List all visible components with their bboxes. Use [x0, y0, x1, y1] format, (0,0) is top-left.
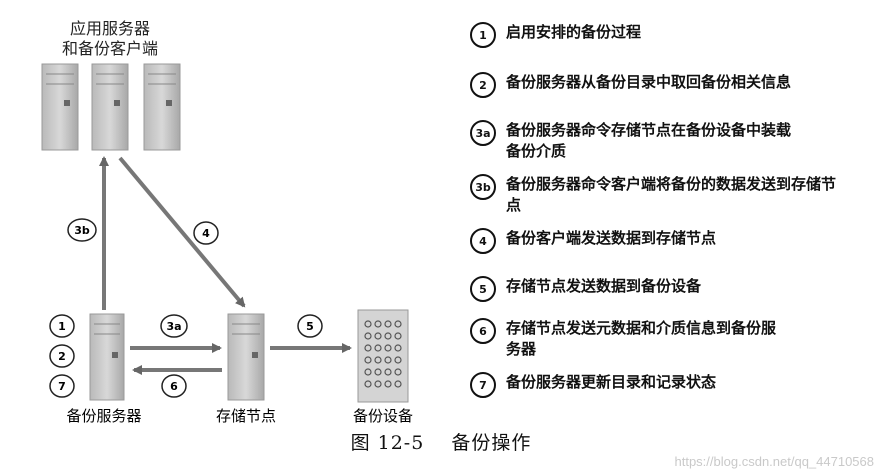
app-server-2	[91, 63, 129, 151]
step-badge: 6	[470, 318, 496, 344]
badge-6: 6	[161, 374, 187, 398]
server-badge-2: 2	[49, 344, 75, 368]
step-badge: 3b	[470, 174, 496, 200]
step-5: 5 存储节点发送数据到备份设备	[470, 276, 861, 302]
app-server-label-line1: 应用服务器	[70, 19, 150, 38]
storage-node-unit	[227, 313, 265, 401]
backup-diagram: 应用服务器 和备份客户端	[41, 19, 413, 425]
backup-server-unit	[89, 313, 125, 401]
step-badge: 2	[470, 72, 496, 98]
app-server-1	[41, 63, 79, 151]
step-text: 备份服务器更新目录和记录状态	[506, 373, 717, 391]
svg-text:4: 4	[202, 227, 210, 240]
figure-caption: 图 12-5 备份操作	[0, 428, 882, 455]
step-badge: 5	[470, 276, 496, 302]
step-text: 启用安排的备份过程	[506, 23, 642, 41]
step-badge: 4	[470, 228, 496, 254]
step-badge: 1	[470, 22, 496, 48]
badge-5: 5	[297, 314, 323, 338]
svg-text:7: 7	[58, 380, 66, 393]
step-6: 6 存储节点发送元数据和介质信息到备份服务器	[470, 318, 776, 360]
app-server-label-line2: 和备份客户端	[62, 39, 158, 58]
step-text: 存储节点发送数据到备份设备	[506, 277, 702, 295]
step-text: 备份服务器命令存储节点在备份设备中装载备份介质	[506, 121, 792, 160]
arrow-4	[118, 156, 246, 308]
step-badge: 7	[470, 372, 496, 398]
step-text: 备份服务器命令客户端将备份的数据发送到存储节点	[506, 175, 837, 214]
step-text: 备份客户端发送数据到存储节点	[506, 229, 717, 247]
backup-server-label: 备份服务器	[66, 407, 141, 425]
backup-device-unit	[357, 309, 409, 403]
svg-text:6: 6	[170, 380, 178, 393]
step-3b: 3b 备份服务器命令客户端将备份的数据发送到存储节点	[470, 174, 836, 216]
server-badge-7: 7	[49, 374, 75, 398]
step-4: 4 备份客户端发送数据到存储节点	[470, 228, 861, 254]
step-text: 备份服务器从备份目录中取回备份相关信息	[506, 73, 792, 91]
storage-node-label: 存储节点	[216, 407, 276, 425]
step-1: 1 启用安排的备份过程	[470, 22, 861, 48]
step-badge: 3a	[470, 120, 496, 146]
svg-text:2: 2	[58, 350, 66, 363]
app-server-3	[143, 63, 181, 151]
server-badge-1: 1	[49, 314, 75, 338]
figure-title: 备份操作	[451, 432, 532, 454]
badge-4: 4	[193, 221, 219, 245]
svg-text:1: 1	[58, 320, 66, 333]
step-text: 存储节点发送元数据和介质信息到备份服务器	[506, 319, 777, 358]
figure-number: 图 12-5	[350, 432, 425, 454]
watermark: https://blog.csdn.net/qq_44710568	[674, 454, 875, 469]
badge-3b: 3b	[67, 218, 97, 242]
step-2: 2 备份服务器从备份目录中取回备份相关信息	[470, 72, 861, 98]
step-3a: 3a 备份服务器命令存储节点在备份设备中装载备份介质	[470, 120, 796, 162]
svg-text:5: 5	[306, 320, 314, 333]
step-7: 7 备份服务器更新目录和记录状态	[470, 372, 861, 398]
svg-text:3b: 3b	[74, 224, 90, 237]
svg-text:3a: 3a	[166, 320, 181, 333]
backup-device-label: 备份设备	[353, 407, 413, 425]
badge-3a: 3a	[160, 314, 188, 338]
